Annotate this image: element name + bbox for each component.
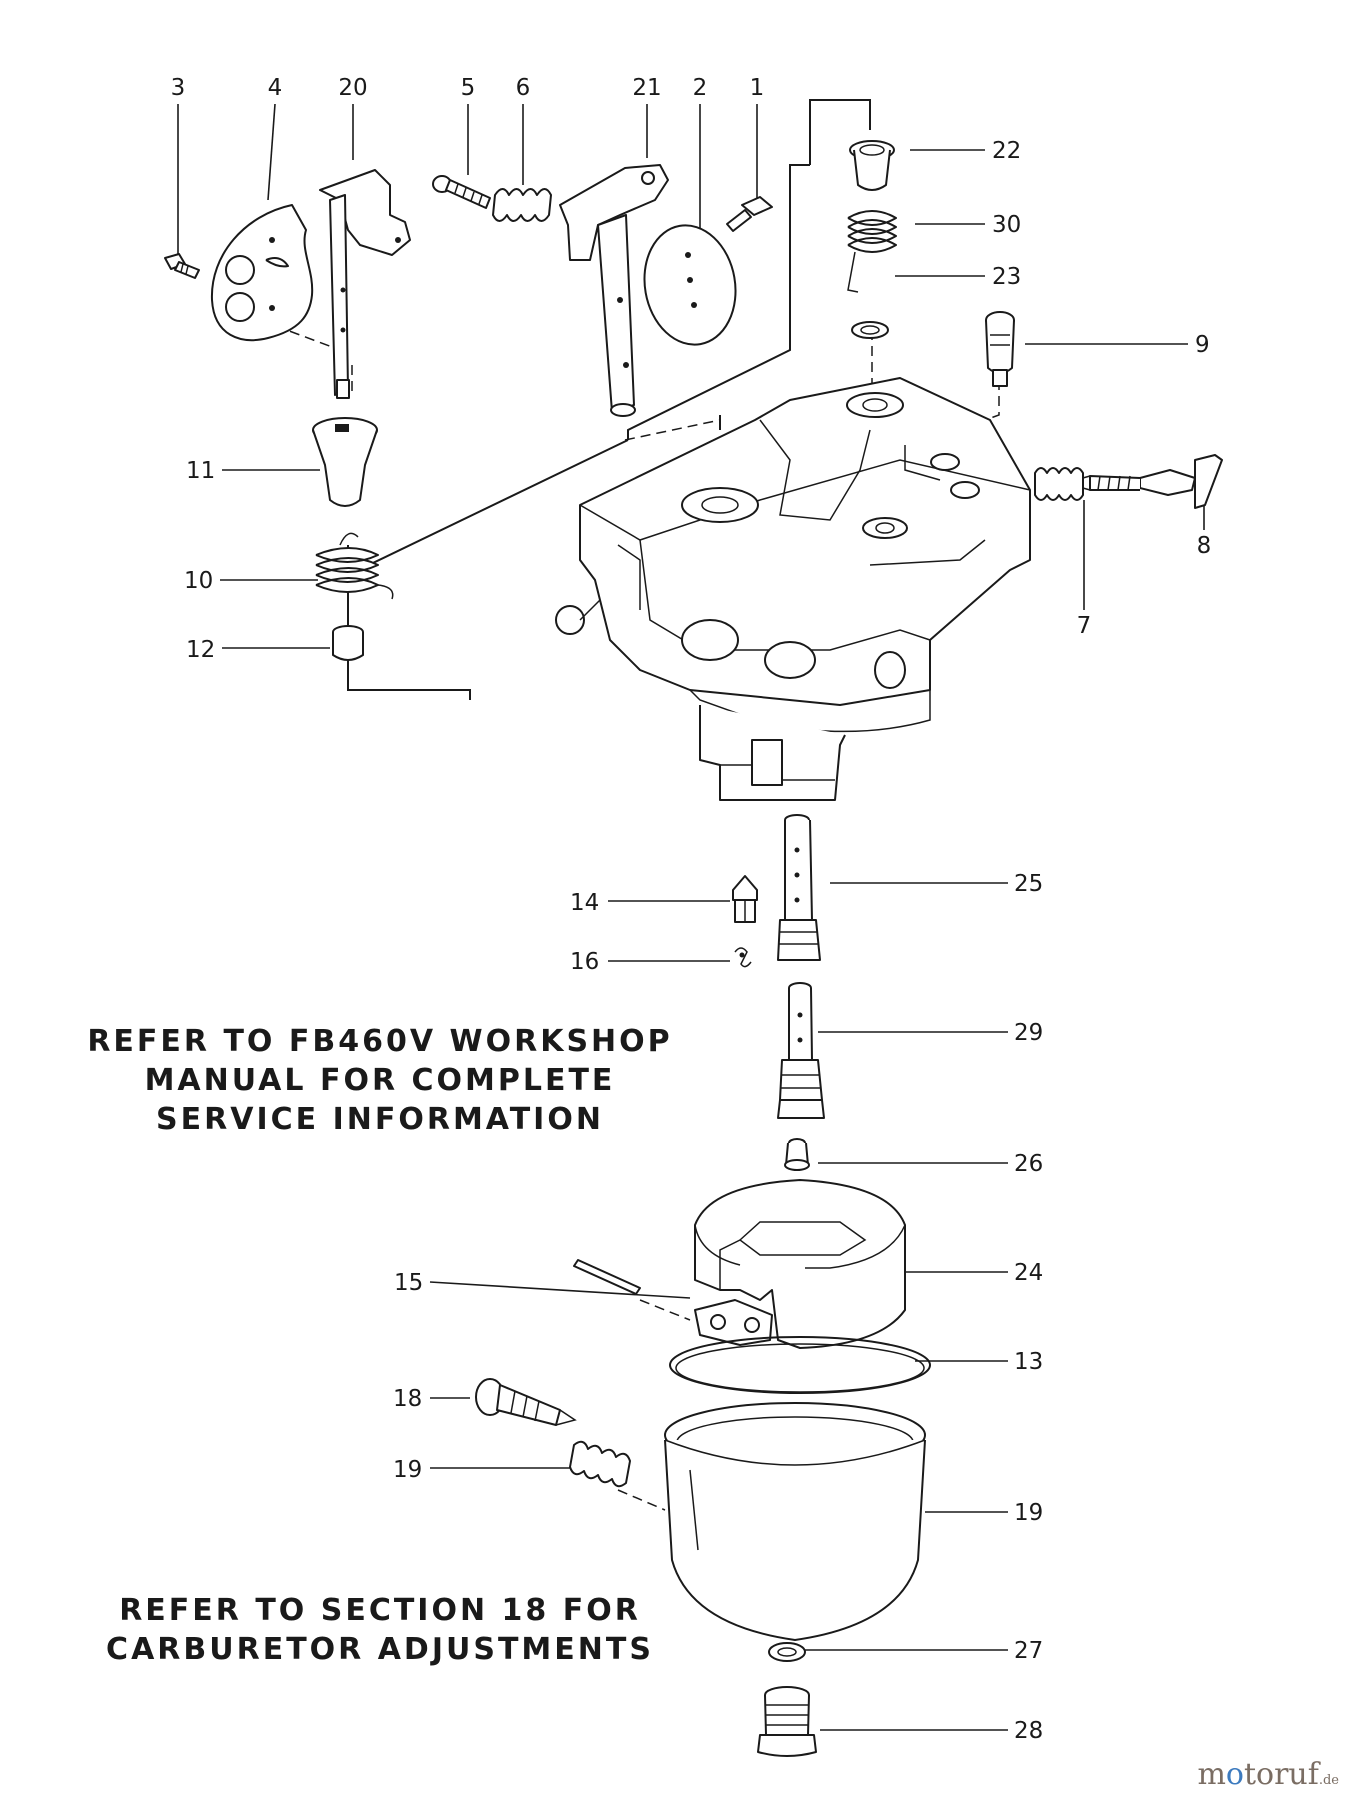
callout-24: 24 [1014,1260,1043,1286]
part-1-screw [726,196,773,232]
callout-23: 23 [992,264,1021,290]
part-18-screw [475,1378,577,1426]
workshop-manual-note: REFER TO FB460V WORKSHOP MANUAL FOR COMP… [70,1022,690,1139]
watermark-suffix: .de [1318,1773,1339,1788]
part-26-jet [784,1138,810,1171]
part-30-spring [847,210,897,293]
workshop-note-line-1: REFER TO FB460V WORKSHOP [87,1024,673,1059]
part-7-needle-spring [1034,467,1084,501]
assembly-guide-lines [259,99,1000,1511]
watermark-brand-o: o [1225,1757,1244,1792]
callout-18: 18 [393,1386,422,1412]
callout-19-bowl: 19 [1014,1500,1043,1526]
callout-15: 15 [394,1270,423,1296]
part-3-screw [164,253,200,279]
part-20-choke-shaft [319,169,411,399]
callout-26: 26 [1014,1151,1043,1177]
carburetor-adjustment-note: REFER TO SECTION 18 FOR CARBURETOR ADJUS… [70,1591,690,1669]
callout-1: 1 [750,75,765,101]
callout-12: 12 [186,637,215,663]
part-12-bushing [332,625,364,661]
callout-4: 4 [268,75,283,101]
callout-22: 22 [992,138,1021,164]
workshop-note-line-3: SERVICE INFORMATION [156,1102,604,1137]
part-8-mixture-needle [1062,454,1223,509]
callout-29: 29 [1014,1020,1043,1046]
part-19-float-bowl [664,1402,926,1641]
callout-10: 10 [184,568,213,594]
part-19-spring [569,1440,631,1488]
callout-27: 27 [1014,1638,1043,1664]
part-5-idle-screw [432,175,491,209]
carburetor-body [555,377,1031,801]
part-24-float [694,1179,906,1349]
part-15-float-pin [573,1259,641,1295]
part-29-main-jet-tube [777,982,825,1119]
part-4-choke-plate [210,204,314,342]
part-10-return-spring [315,532,394,600]
leader-lines [177,103,1205,1731]
callout-21: 21 [632,75,661,101]
float-hinge [694,1299,773,1346]
watermark-brand-start: m [1197,1757,1226,1792]
part-9-fitting [985,311,1015,387]
callout-28: 28 [1014,1718,1043,1744]
callout-19-spring: 19 [393,1457,422,1483]
part-25-emulsion-tube [777,814,821,961]
callout-7: 7 [1077,613,1092,639]
part-14-inlet-needle [732,875,758,923]
callout-11: 11 [186,458,215,484]
part-2-throttle-plate [643,224,737,346]
watermark-brand-rest: toruf [1243,1757,1319,1792]
callout-3: 3 [171,75,186,101]
part-23-washer [851,321,889,339]
part-28-drain-plug [757,1686,817,1757]
callout-16: 16 [570,949,599,975]
callout-8: 8 [1197,533,1212,559]
workshop-note-line-2: MANUAL FOR COMPLETE [144,1063,616,1098]
callout-25: 25 [1014,871,1043,897]
adjustment-note-line-2: CARBURETOR ADJUSTMENTS [106,1632,654,1667]
part-6-idle-spring [492,188,552,222]
part-22-cap [849,140,895,191]
callout-2: 2 [693,75,708,101]
callout-numbers: 3 4 20 5 6 21 2 1 22 30 23 9 11 8 7 10 1… [171,75,1212,1744]
callout-14: 14 [570,890,599,916]
callout-6: 6 [516,75,531,101]
callout-5: 5 [461,75,476,101]
part-11-collar [312,417,378,507]
site-watermark-logo: motoruf.de [1197,1757,1339,1792]
callout-9: 9 [1195,332,1210,358]
callout-13: 13 [1014,1349,1043,1375]
part-16-clip [734,947,752,968]
part-21-throttle-shaft [559,164,669,417]
callout-20: 20 [338,75,367,101]
part-13-gasket [669,1336,931,1394]
adjustment-note-line-1: REFER TO SECTION 18 FOR [119,1593,641,1628]
part-27-washer [768,1642,806,1662]
callout-30: 30 [992,212,1021,238]
